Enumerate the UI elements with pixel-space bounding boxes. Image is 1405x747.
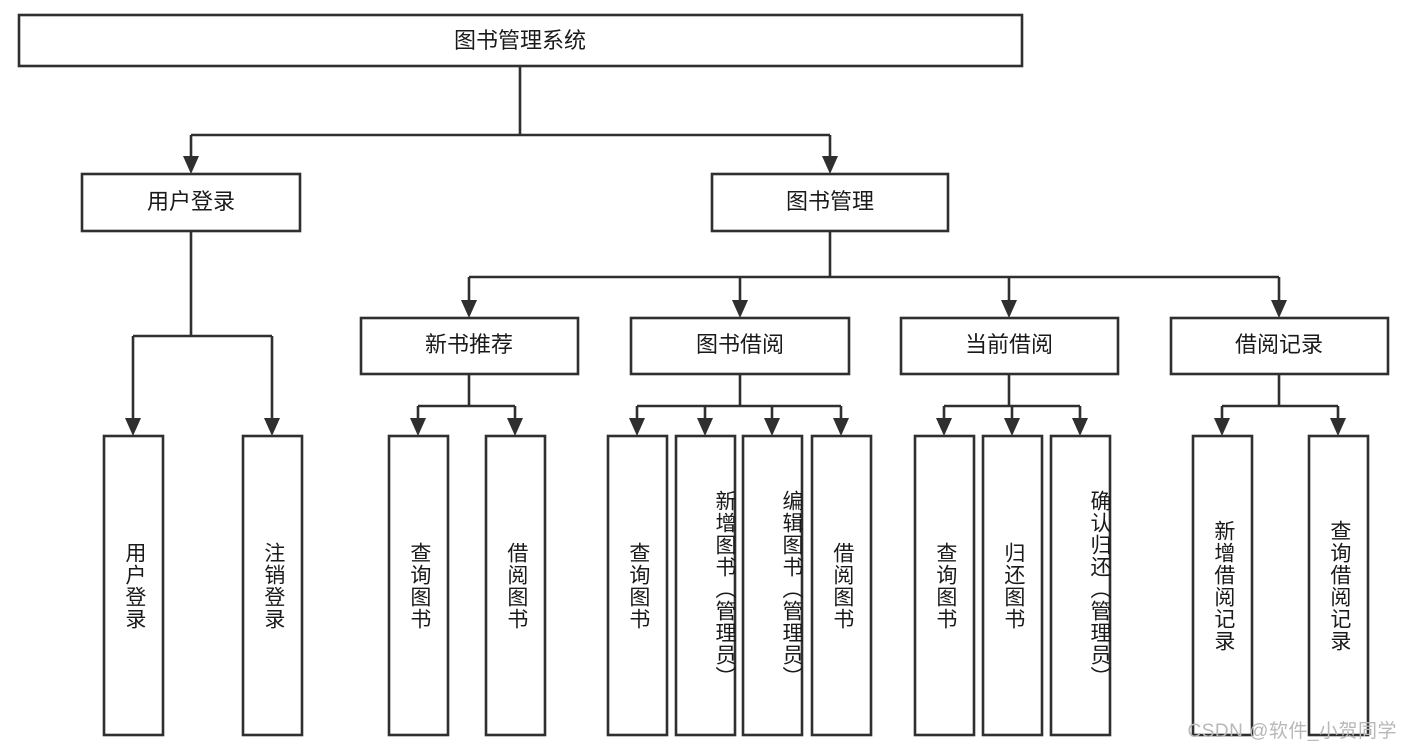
node-current-borrow-label: 当前借阅 [965, 332, 1053, 357]
node-book-borrow-label: 图书借阅 [696, 332, 784, 357]
node-borrow-record[interactable] [1169, 316, 1390, 376]
node-leaf-borrow-book-2[interactable] [810, 434, 873, 737]
node-leaf-query-book-2[interactable] [606, 434, 669, 737]
node-book-manage-label: 图书管理 [786, 189, 874, 214]
node-leaf-query-book-1[interactable] [387, 434, 450, 737]
node-leaf-confirm-return[interactable] [1049, 434, 1112, 737]
node-user-login[interactable] [80, 172, 302, 233]
arrow-to-new-book-rec [461, 300, 477, 318]
arrow-leaf-edit-book [764, 418, 780, 436]
node-leaf-add-book[interactable] [674, 434, 737, 737]
arrow-to-user-login [183, 156, 199, 174]
arrow-leaf-return-book [1004, 418, 1020, 436]
node-book-borrow[interactable] [629, 316, 851, 376]
node-root-label: 图书管理系统 [454, 28, 586, 53]
node-leaf-add-record[interactable] [1191, 434, 1254, 737]
arrow-leaf-add-book [697, 418, 713, 436]
arrow-leaf-query-record [1330, 418, 1346, 436]
arrow-leaf-query-book-2 [629, 418, 645, 436]
arrow-to-current-borrow [1001, 300, 1017, 318]
node-root[interactable] [17, 13, 1024, 68]
node-borrow-record-label: 借阅记录 [1235, 332, 1323, 357]
connector-group [125, 66, 1346, 436]
node-leaf-query-record[interactable] [1307, 434, 1370, 737]
arrow-leaf-query-book-1 [410, 418, 426, 436]
arrow-leaf-borrow-book-2 [833, 418, 849, 436]
node-leaf-edit-book[interactable] [741, 434, 804, 737]
node-leaf-user-logout[interactable] [241, 434, 304, 737]
node-new-book-rec[interactable] [359, 316, 580, 376]
node-leaf-borrow-book-1[interactable] [484, 434, 547, 737]
csdn-watermark: CSDN @软件_小贺同学 [1187, 721, 1397, 742]
arrow-leaf-add-record [1214, 418, 1230, 436]
node-current-borrow[interactable] [899, 316, 1120, 376]
node-leaf-query-book-3[interactable] [913, 434, 976, 737]
arrow-leaf-borrow-book-1 [507, 418, 523, 436]
node-new-book-rec-label: 新书推荐 [425, 332, 513, 357]
node-leaf-user-login[interactable] [102, 434, 165, 737]
arrow-leaf-query-book-3 [936, 418, 952, 436]
node-user-login-label: 用户登录 [147, 189, 235, 214]
node-leaf-return-book[interactable] [981, 434, 1044, 737]
arrow-leaf-user-logout [264, 418, 280, 436]
arrow-to-borrow-record [1271, 300, 1287, 318]
arrow-leaf-confirm-return [1072, 418, 1088, 436]
node-group: 图书管理系统 用户登录 图书管理 新书推荐 图书借阅 当前借阅 借阅记录 [17, 13, 1390, 737]
arrow-leaf-user-login [125, 418, 141, 436]
node-book-manage[interactable] [710, 172, 950, 233]
arrow-to-book-manage [822, 156, 838, 174]
arrow-to-book-borrow [732, 300, 748, 318]
